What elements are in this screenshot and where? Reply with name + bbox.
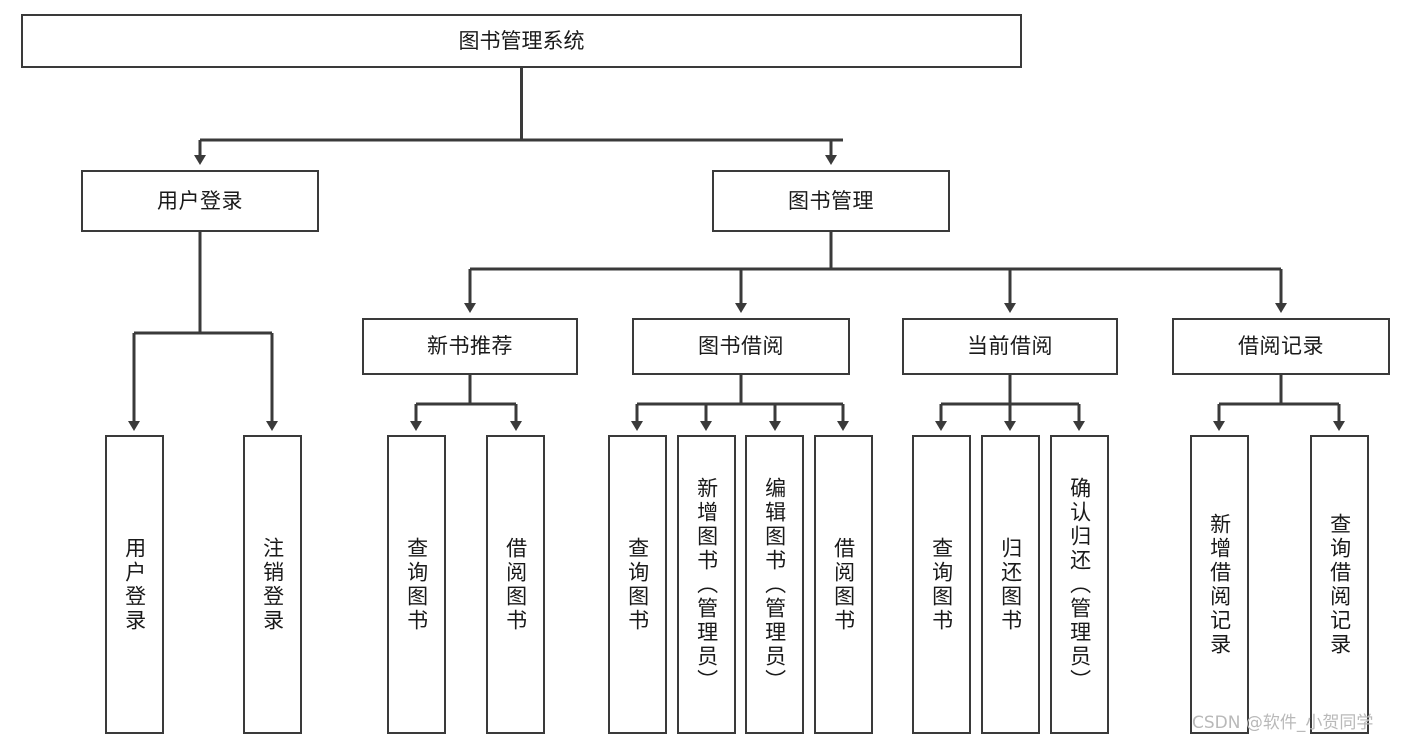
leaf-borrow-book-rec-label: 借阅图书 (503, 536, 528, 633)
node-borrow-record-label: 借阅记录 (1238, 334, 1324, 359)
leaf-query-book-borrow[interactable]: 查询图书 (608, 435, 667, 734)
leaf-add-book-admin-label: 新增图书（管理员） (694, 476, 719, 693)
node-book-manage[interactable]: 图书管理 (712, 170, 950, 232)
leaf-query-book-current[interactable]: 查询图书 (912, 435, 971, 734)
leaf-add-book-admin[interactable]: 新增图书（管理员） (677, 435, 736, 734)
leaf-add-borrow-record[interactable]: 新增借阅记录 (1190, 435, 1249, 734)
node-book-borrow-label: 图书借阅 (698, 334, 784, 359)
leaf-query-borrow-record-label: 查询借阅记录 (1327, 512, 1352, 657)
leaf-return-book[interactable]: 归还图书 (981, 435, 1040, 734)
leaf-query-book-current-label: 查询图书 (929, 536, 954, 633)
leaf-add-borrow-record-label: 新增借阅记录 (1207, 512, 1232, 657)
node-root[interactable]: 图书管理系统 (21, 14, 1022, 68)
leaf-query-book-rec-label: 查询图书 (404, 536, 429, 633)
node-current-borrow-label: 当前借阅 (967, 334, 1053, 359)
leaf-user-logout-label: 注销登录 (260, 536, 285, 633)
csdn-watermark: CSDN @软件_小贺同学 (1192, 713, 1374, 733)
leaf-edit-book-admin-label: 编辑图书（管理员） (762, 476, 787, 693)
node-borrow-record[interactable]: 借阅记录 (1172, 318, 1390, 375)
leaf-user-login[interactable]: 用户登录 (105, 435, 164, 734)
leaf-confirm-return-admin-label: 确认归还（管理员） (1067, 476, 1092, 693)
leaf-user-logout[interactable]: 注销登录 (243, 435, 302, 734)
node-user-login-label: 用户登录 (157, 188, 243, 213)
leaf-edit-book-admin[interactable]: 编辑图书（管理员） (745, 435, 804, 734)
leaf-user-login-label: 用户登录 (122, 536, 147, 633)
leaf-borrow-book[interactable]: 借阅图书 (814, 435, 873, 734)
node-book-borrow[interactable]: 图书借阅 (632, 318, 850, 375)
leaf-query-borrow-record[interactable]: 查询借阅记录 (1310, 435, 1369, 734)
leaf-query-book-borrow-label: 查询图书 (625, 536, 650, 633)
leaf-query-book-rec[interactable]: 查询图书 (387, 435, 446, 734)
leaf-borrow-book-label: 借阅图书 (831, 536, 856, 633)
node-new-book-recommend[interactable]: 新书推荐 (362, 318, 578, 375)
node-book-manage-label: 图书管理 (788, 188, 874, 213)
node-current-borrow[interactable]: 当前借阅 (902, 318, 1118, 375)
leaf-confirm-return-admin[interactable]: 确认归还（管理员） (1050, 435, 1109, 734)
node-new-book-recommend-label: 新书推荐 (427, 334, 513, 359)
node-user-login[interactable]: 用户登录 (81, 170, 319, 232)
leaf-borrow-book-rec[interactable]: 借阅图书 (486, 435, 545, 734)
node-root-label: 图书管理系统 (458, 28, 585, 53)
leaf-return-book-label: 归还图书 (998, 536, 1023, 633)
